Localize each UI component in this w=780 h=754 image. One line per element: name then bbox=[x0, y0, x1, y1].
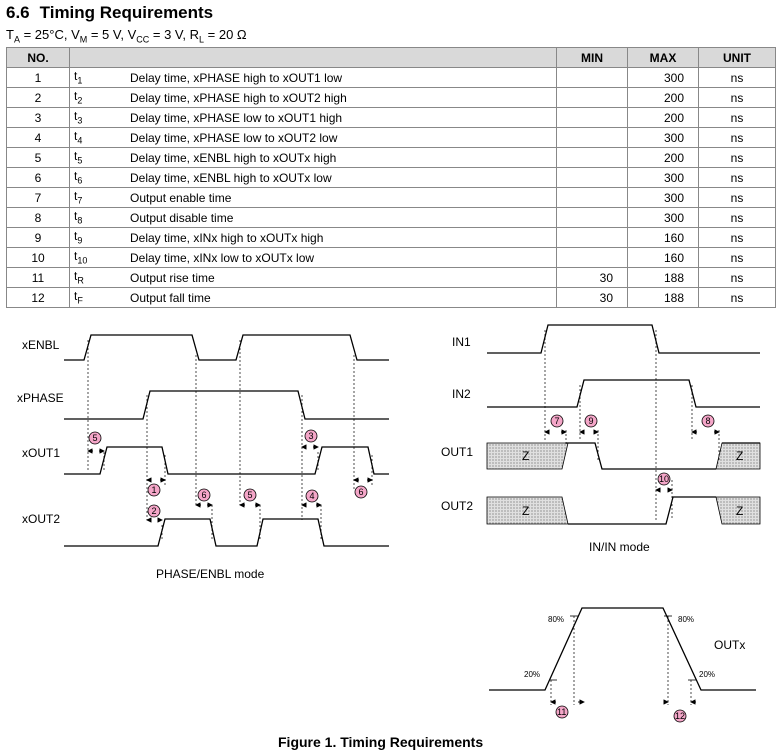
svg-text:Z: Z bbox=[522, 504, 529, 518]
waveform-xenbl bbox=[64, 334, 389, 361]
waveform-in1 bbox=[487, 324, 760, 354]
cell-unit: ns bbox=[698, 67, 776, 88]
svg-text:11: 11 bbox=[557, 707, 566, 717]
fall-80-label: 80% bbox=[678, 615, 694, 624]
left-markers: 5 1 2 6 5 3 4 6 bbox=[88, 429, 368, 518]
cell-no: 12 bbox=[6, 287, 70, 308]
signal-label-out2: OUT2 bbox=[441, 499, 473, 513]
rise-80-label: 80% bbox=[548, 615, 564, 624]
outx-label: OUTx bbox=[714, 638, 745, 652]
signal-label-xout2: xOUT2 bbox=[22, 512, 60, 526]
svg-text:Z: Z bbox=[736, 504, 743, 518]
cell-unit: ns bbox=[698, 127, 776, 148]
cell-unit: ns bbox=[698, 147, 776, 168]
waveform-out1 bbox=[566, 442, 716, 470]
outx-rise-fall-diagram: OUTx 80% 80% 20% 20% 11 12 bbox=[489, 607, 756, 723]
hiz-label: Z bbox=[522, 449, 529, 463]
signal-label-xenbl: xENBL bbox=[22, 338, 60, 352]
svg-text:8: 8 bbox=[706, 416, 711, 426]
header-no: NO. bbox=[6, 47, 70, 68]
cell-no: 10 bbox=[6, 247, 70, 268]
cell-symbol: t3 bbox=[69, 107, 124, 128]
caption-phase-enbl: PHASE/ENBL mode bbox=[156, 567, 265, 581]
cell-description: Delay time, xPHASE high to xOUT2 high bbox=[124, 87, 557, 108]
cell-description: Delay time, xINx high to xOUTx high bbox=[124, 227, 557, 248]
out1-hiz-left bbox=[486, 442, 569, 470]
cell-max: 300 bbox=[627, 67, 699, 88]
caption-in-in: IN/IN mode bbox=[589, 540, 650, 554]
svg-text:1: 1 bbox=[152, 485, 157, 495]
cell-description: Delay time, xENBL high to xOUTx low bbox=[124, 167, 557, 188]
signal-label-in1: IN1 bbox=[452, 335, 471, 349]
cell-max: 200 bbox=[627, 87, 699, 108]
cell-symbol: tF bbox=[69, 287, 124, 308]
fall-20-label: 20% bbox=[699, 670, 715, 679]
signal-label-xphase: xPHASE bbox=[17, 391, 64, 405]
cell-unit: ns bbox=[698, 207, 776, 228]
svg-text:12: 12 bbox=[675, 711, 685, 721]
svg-text:4: 4 bbox=[310, 491, 315, 501]
waveform-outx bbox=[489, 607, 756, 691]
svg-text:10: 10 bbox=[659, 474, 669, 484]
signal-label-xout1: xOUT1 bbox=[22, 446, 60, 460]
phase-enbl-diagram: xENBL xPHASE xOUT1 xOUT2 bbox=[17, 334, 389, 581]
svg-text:2: 2 bbox=[152, 506, 157, 516]
out2-hiz-right bbox=[715, 496, 761, 525]
cell-max: 188 bbox=[627, 267, 699, 288]
cell-description: Delay time, xPHASE high to xOUT1 low bbox=[124, 67, 557, 88]
figure-caption: Figure 1. Timing Requirements bbox=[278, 734, 483, 750]
in-in-diagram: IN1 IN2 OUT1 OUT2 Z Z Z Z bbox=[441, 324, 761, 554]
svg-text:9: 9 bbox=[589, 416, 594, 426]
cell-description: Delay time, xPHASE low to xOUT2 low bbox=[124, 127, 557, 148]
svg-text:7: 7 bbox=[555, 416, 560, 426]
svg-text:6: 6 bbox=[359, 487, 364, 497]
svg-text:5: 5 bbox=[93, 433, 98, 443]
svg-text:3: 3 bbox=[309, 431, 314, 441]
section-title: 6.6 Timing Requirements bbox=[6, 3, 213, 23]
signal-label-out1: OUT1 bbox=[441, 445, 473, 459]
cell-no: 11 bbox=[6, 267, 70, 288]
waveform-in2 bbox=[487, 379, 760, 408]
waveform-xout1 bbox=[64, 446, 389, 475]
section-title-text: Timing Requirements bbox=[39, 3, 214, 22]
cell-unit: ns bbox=[698, 287, 776, 308]
rise-20-label: 20% bbox=[524, 670, 540, 679]
signal-label-in2: IN2 bbox=[452, 387, 471, 401]
cell-max: 188 bbox=[627, 287, 699, 308]
waveform-xphase bbox=[64, 390, 389, 420]
svg-text:5: 5 bbox=[248, 490, 253, 500]
right-markers: 7 9 8 10 bbox=[550, 414, 715, 486]
svg-text:Z: Z bbox=[736, 449, 743, 463]
waveform-out2 bbox=[568, 496, 716, 525]
section-number: 6.6 bbox=[6, 3, 30, 22]
waveform-xout2 bbox=[64, 518, 389, 547]
test-conditions: TA = 25°C, VM = 5 V, VCC = 3 V, RL = 20 … bbox=[6, 27, 247, 45]
svg-text:6: 6 bbox=[202, 490, 207, 500]
